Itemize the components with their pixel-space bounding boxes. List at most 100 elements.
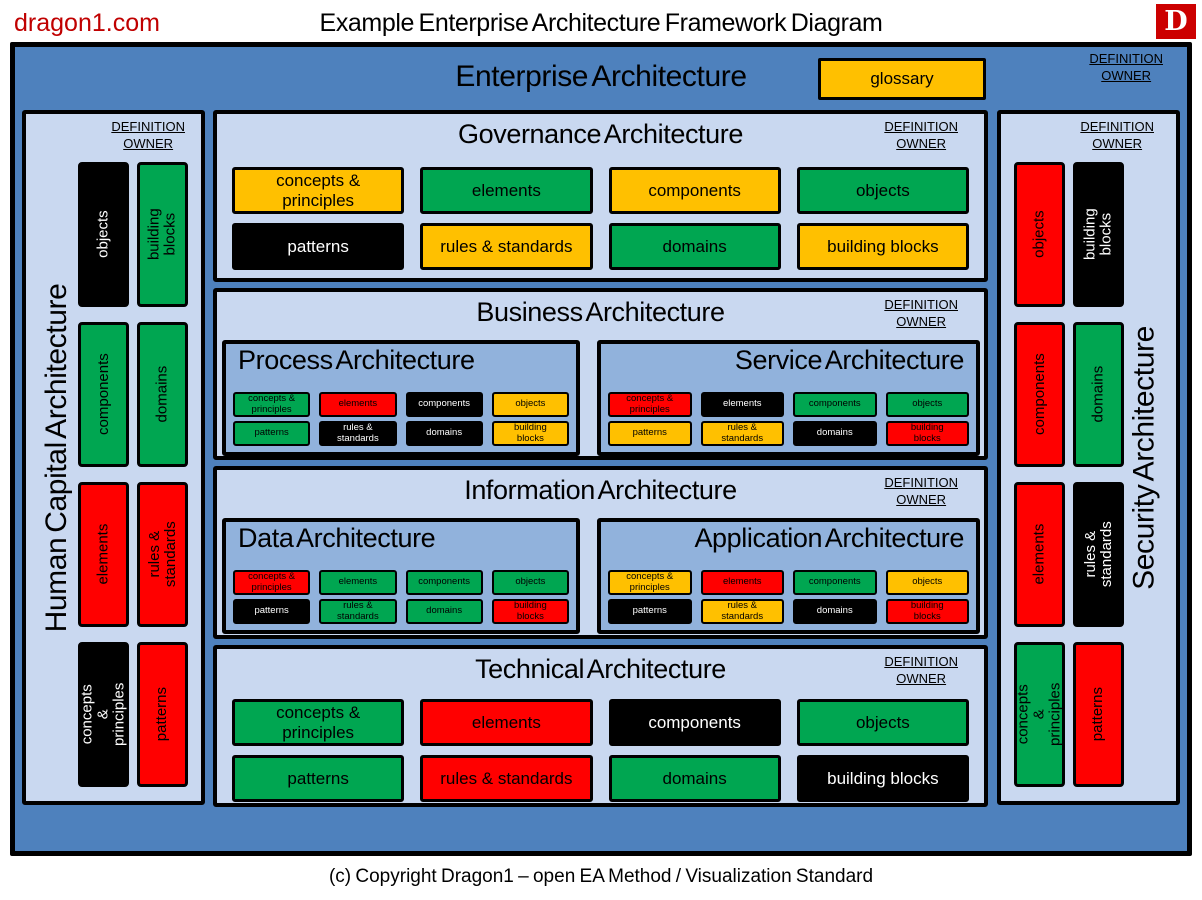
technical-architecture-title: Technical Architecture (475, 654, 726, 684)
block-label: building blocks (827, 236, 939, 256)
definition-owner-link[interactable]: DEFINITION OWNER (111, 119, 185, 153)
data-architecture-title: Data Architecture (238, 523, 436, 553)
definition-owner-link[interactable]: DEFINITION OWNER (884, 119, 958, 153)
block-label: objects (1030, 210, 1048, 259)
definition-owner-link[interactable]: DEFINITION OWNER (1089, 51, 1163, 85)
process-block-domains: domains (405, 421, 483, 446)
definition-owner-link[interactable]: DEFINITION OWNER (884, 297, 958, 331)
data-block-patterns: patterns (233, 599, 311, 624)
definition-owner-line2[interactable]: OWNER (896, 313, 947, 329)
process-block-elements: elements (319, 392, 397, 417)
gov-block-patterns: patterns (232, 223, 405, 270)
definition-owner-line2[interactable]: OWNER (123, 135, 174, 151)
definition-owner-line1[interactable]: DEFINITION (884, 654, 958, 669)
sec-block-patterns: patterns (1073, 642, 1124, 787)
definition-owner-line1[interactable]: DEFINITION (111, 119, 185, 134)
block-label: elements (94, 524, 112, 585)
tech-block-patterns: patterns (232, 755, 405, 802)
block-label: elements (471, 712, 541, 732)
block-label: components (808, 576, 861, 588)
information-subpanels: Data Architecture concepts & principles … (222, 518, 980, 634)
app-block-patterns: patterns (608, 599, 692, 624)
definition-owner-link[interactable]: DEFINITION OWNER (1080, 119, 1154, 153)
block-label: patterns (632, 605, 667, 617)
block-label: objects (912, 398, 943, 410)
tech-block-concepts-principles: concepts & principles (232, 699, 405, 746)
tech-block-building-blocks: building blocks (796, 755, 969, 802)
data-block-elements: elements (319, 570, 397, 595)
block-label: elements (1030, 524, 1048, 585)
human-capital-architecture-panel: DEFINITION OWNER Human Capital Architect… (22, 110, 205, 805)
hc-block-patterns: patterns (137, 642, 188, 787)
sec-block-elements: elements (1014, 482, 1065, 627)
block-label: domains (1089, 366, 1107, 423)
gov-block-concepts-principles: concepts & principles (232, 167, 405, 214)
block-label: components (808, 398, 861, 410)
block-label: concepts & principles (248, 571, 296, 593)
data-block-objects: objects (491, 570, 569, 595)
application-architecture-title: Application Architecture (694, 523, 964, 553)
definition-owner-line2[interactable]: OWNER (1101, 67, 1152, 83)
definition-owner-link[interactable]: DEFINITION OWNER (884, 475, 958, 509)
block-label: rules & standards (440, 236, 573, 256)
glossary-button[interactable]: glossary (818, 58, 986, 100)
definition-owner-line2[interactable]: OWNER (896, 670, 947, 686)
block-label: patterns (153, 687, 171, 742)
app-block-concepts-principles: concepts & principles (608, 570, 692, 595)
dragon1-logo: D (1156, 4, 1196, 39)
gov-block-objects: objects (796, 167, 969, 214)
process-block-building-blocks: building blocks (491, 421, 569, 446)
brand-text[interactable]: dragon1.com (14, 9, 160, 37)
block-label: rules & standards (1081, 521, 1115, 588)
governance-blocks: concepts & principles elements component… (232, 167, 969, 270)
gov-block-rules-standards: rules & standards (420, 223, 593, 270)
process-architecture-title: Process Architecture (238, 345, 475, 375)
hc-block-concepts-principles: concepts & principles (78, 642, 129, 787)
service-blocks: concepts & principles elements component… (608, 392, 969, 446)
enterprise-architecture-title: Enterprise Architecture (455, 60, 747, 93)
definition-owner-line1[interactable]: DEFINITION (1089, 51, 1163, 66)
block-label: building blocks (514, 422, 547, 444)
tech-block-rules-standards: rules & standards (420, 755, 593, 802)
technical-architecture-panel: Technical Architecture DEFINITION OWNER … (213, 645, 988, 807)
service-block-domains: domains (793, 421, 877, 446)
definition-owner-line1[interactable]: DEFINITION (884, 475, 958, 490)
sec-block-building-blocks: building blocks (1073, 162, 1124, 307)
block-label: patterns (1089, 687, 1107, 742)
block-label: patterns (254, 427, 289, 439)
definition-owner-link[interactable]: DEFINITION OWNER (884, 654, 958, 688)
definition-owner-line1[interactable]: DEFINITION (1080, 119, 1154, 134)
application-blocks: concepts & principles elements component… (608, 570, 969, 624)
block-label: domains (426, 605, 463, 617)
block-label: elements (338, 398, 378, 410)
definition-owner-line2[interactable]: OWNER (1092, 135, 1143, 151)
process-block-components: components (405, 392, 483, 417)
block-label: domains (662, 768, 727, 788)
definition-owner-line1[interactable]: DEFINITION (884, 297, 958, 312)
sec-block-concepts-principles: concepts & principles (1014, 642, 1065, 787)
block-label: components (648, 180, 741, 200)
block-label: building blocks (910, 600, 944, 622)
data-block-domains: domains (405, 599, 483, 624)
service-block-patterns: patterns (608, 421, 692, 446)
business-architecture-title: Business Architecture (476, 297, 725, 327)
definition-owner-line2[interactable]: OWNER (896, 491, 947, 507)
block-label: concepts & principles (248, 393, 296, 415)
enterprise-architecture-frame: Enterprise Architecture glossary DEFINIT… (10, 42, 1192, 856)
block-label: rules & standards (721, 422, 764, 444)
data-block-concepts-principles: concepts & principles (233, 570, 311, 595)
definition-owner-line1[interactable]: DEFINITION (884, 119, 958, 134)
service-architecture-panel: Service Architecture concepts & principl… (597, 340, 980, 456)
business-subpanels: Process Architecture concepts & principl… (222, 340, 980, 456)
information-architecture-panel: Information Architecture DEFINITION OWNE… (213, 466, 988, 639)
app-block-domains: domains (793, 599, 877, 624)
block-label: concepts & principles (626, 571, 674, 593)
block-label: rules & standards (721, 600, 764, 622)
block-label: components (1030, 353, 1048, 436)
block-label: patterns (287, 236, 349, 256)
block-label: patterns (632, 427, 667, 439)
governance-architecture-title: Governance Architecture (458, 119, 743, 149)
app-block-building-blocks: building blocks (885, 599, 969, 624)
tech-block-objects: objects (796, 699, 969, 746)
definition-owner-line2[interactable]: OWNER (896, 135, 947, 151)
